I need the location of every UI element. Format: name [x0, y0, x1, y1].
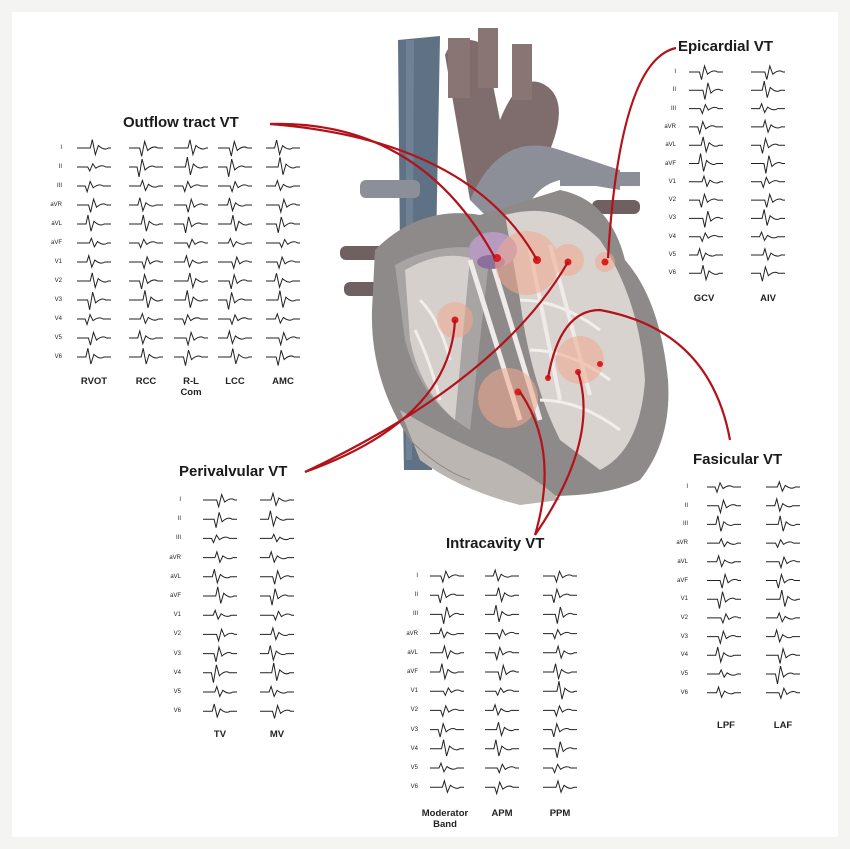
lead-label: V6 [54, 354, 62, 360]
lead-label: I [686, 484, 688, 490]
lead-label: II [684, 502, 688, 509]
lead-label: V2 [680, 614, 688, 621]
lead-label: aVR [676, 540, 688, 547]
lead-label: aVL [677, 558, 688, 565]
lead-label: V3 [668, 215, 676, 222]
lead-label: V6 [668, 270, 676, 277]
lead-label: V3 [410, 726, 418, 733]
lead-label: V6 [173, 708, 181, 715]
lead-label: V6 [410, 784, 418, 791]
lead-label: aVF [676, 577, 688, 584]
col-gcv: GCV [693, 293, 715, 304]
lead-label: aVR [50, 202, 62, 208]
lead-label: V4 [54, 316, 62, 322]
lead-label: V5 [668, 252, 676, 258]
lead-label: I [674, 69, 676, 75]
outflow-tract-title: Outflow tract VT [123, 114, 239, 131]
lead-label: V5 [680, 671, 688, 677]
lead-label: V1 [680, 596, 688, 603]
right-ventricle [405, 255, 470, 420]
col-lcc: LCC [225, 376, 245, 387]
lead-label: V4 [173, 669, 181, 676]
lead-label: III [412, 611, 418, 618]
col-mv: MV [269, 729, 285, 740]
lead-label: V2 [410, 707, 418, 714]
lead-label: aVL [170, 573, 181, 580]
col-laf: LAF [773, 720, 793, 731]
col-apm: APM [491, 808, 513, 819]
lead-label: V4 [680, 652, 688, 659]
lead-label: aVF [406, 669, 418, 675]
col-lpf: LPF [717, 720, 735, 731]
col-rvot: RVOT [80, 376, 108, 387]
lead-label: III [175, 535, 181, 542]
lead-label: I [416, 573, 418, 579]
col-rl-com: R-L Com [180, 376, 202, 398]
lead-label: V1 [410, 688, 418, 695]
lead-label: V4 [668, 233, 676, 240]
lead-label: II [177, 516, 181, 523]
lead-label: aVL [407, 649, 418, 656]
lead-label: II [672, 87, 676, 94]
epicardial-title: Epicardial VT [678, 38, 774, 55]
lead-label: aVR [406, 630, 418, 637]
lead-label: III [670, 105, 676, 112]
lead-label: III [56, 183, 62, 189]
lead-label: V5 [54, 335, 62, 341]
lead-label: II [58, 164, 62, 170]
perivalvular-title: Perivalvular VT [179, 463, 288, 480]
lead-label: V1 [173, 612, 181, 619]
lead-label: V2 [668, 197, 676, 204]
lead-label: V2 [173, 631, 181, 638]
lead-label: I [179, 497, 181, 503]
lead-label: aVL [665, 142, 676, 149]
lead-label: I [60, 145, 62, 151]
lead-label: V4 [410, 745, 418, 752]
lead-label: V5 [410, 765, 418, 771]
col-amc: AMC [272, 376, 294, 387]
col-ppm: PPM [549, 808, 571, 819]
lead-label: V3 [173, 650, 181, 657]
lead-label: II [414, 592, 418, 599]
lead-label: aVR [664, 123, 676, 130]
lead-label: V5 [173, 689, 181, 695]
lead-label: V2 [54, 278, 62, 284]
lead-label: V6 [680, 689, 688, 696]
lead-label: V1 [668, 178, 676, 185]
col-moderator-band: Moderator Band [421, 808, 469, 830]
lead-label: aVF [169, 593, 181, 599]
lead-label: aVL [51, 221, 62, 227]
intracavity-title: Intracavity VT [446, 535, 545, 552]
col-tv: TV [213, 729, 227, 740]
lead-label: aVR [169, 554, 181, 561]
col-rcc: RCC [135, 376, 157, 387]
lead-label: V3 [680, 633, 688, 640]
lead-label: V3 [54, 297, 62, 303]
lead-label: III [682, 521, 688, 528]
lead-label: aVF [664, 160, 676, 167]
lead-label: V1 [54, 259, 62, 265]
lead-label: aVF [50, 240, 62, 246]
fascicular-title: Fasicular VT [693, 451, 783, 468]
col-aiv: AIV [760, 293, 776, 304]
